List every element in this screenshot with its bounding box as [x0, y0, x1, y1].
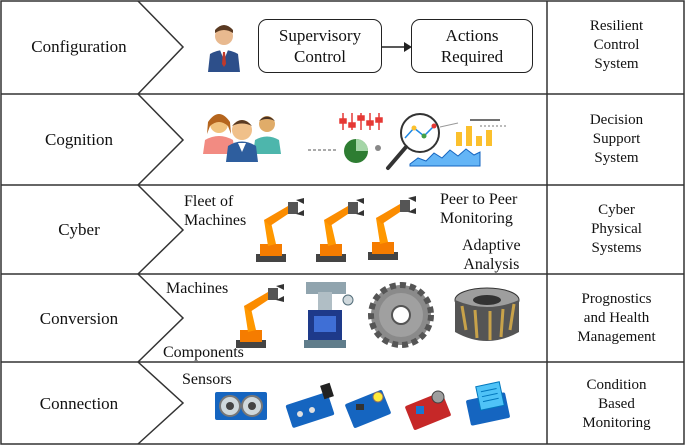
fleet-label-line-1: Fleet of: [184, 193, 234, 210]
actions-required-box: Actions Required: [411, 19, 533, 73]
peer-label-line-2: Monitoring: [440, 210, 513, 227]
pump-machine-icon: [304, 282, 354, 348]
right-label-cognition-line-1: Decision: [589, 112, 644, 128]
actions-required-line-1: Actions: [445, 26, 499, 45]
analytics-illustration: [308, 113, 508, 170]
right-label-cyber-line-3: Systems: [591, 240, 642, 256]
line-chart-icon: [409, 148, 481, 167]
robot-arm-icon-1: [256, 198, 304, 262]
right-label-configuration-line-2: Control: [593, 37, 640, 53]
supervisory-to-actions-arrow: [382, 42, 412, 52]
chevron-cyber: [137, 184, 185, 275]
right-label-cyber-line-2: Physical: [591, 221, 642, 237]
row-title-connection: Connection: [39, 394, 119, 413]
chevron-connection: [137, 361, 185, 445]
sound-sensor-icon: [405, 390, 451, 430]
right-label-conversion-line-3: Management: [577, 329, 656, 345]
robot-arm-icon-2: [316, 198, 364, 262]
right-label-connection: Condition Based Monitoring: [548, 376, 685, 433]
supervisor-person-icon: [208, 25, 240, 72]
fleet-of-machines-label: Fleet of Machines: [184, 192, 246, 230]
milling-cutter-icon: [454, 287, 520, 341]
right-label-conversion-line-2: and Health: [583, 310, 650, 326]
right-label-cyber: Cyber Physical Systems: [548, 201, 685, 258]
adaptive-analysis-label: Adaptive Analysis: [462, 236, 521, 274]
right-label-cognition-line-3: System: [594, 150, 639, 166]
robot-arm-icon-4: [236, 284, 284, 348]
robot-arm-icon-3: [368, 196, 416, 260]
people-group-icon: [203, 114, 281, 162]
right-label-configuration: Resilient Control System: [548, 17, 685, 74]
right-label-connection-line-2: Based: [598, 396, 635, 412]
right-label-configuration-line-3: System: [594, 56, 639, 72]
right-label-cyber-line-1: Cyber: [598, 202, 635, 218]
magnifier-icon: [386, 113, 440, 170]
row-title-conversion: Conversion: [39, 309, 119, 328]
right-label-cognition-line-2: Support: [592, 131, 641, 147]
supervisory-control-box: Supervisory Control: [258, 19, 382, 73]
light-sensor-icon: [345, 390, 391, 428]
humidity-sensor-icon: [466, 381, 510, 426]
chevron-cognition: [137, 93, 185, 186]
adaptive-label-line-2: Analysis: [463, 256, 520, 273]
right-label-connection-line-1: Condition: [586, 377, 647, 393]
adaptive-label-line-1: Adaptive: [462, 237, 521, 254]
row-title-configuration: Configuration: [31, 37, 127, 56]
supervisory-control-line-1: Supervisory: [278, 26, 362, 45]
flame-sensor-icon: [285, 382, 335, 428]
saw-blade-icon: [368, 282, 434, 348]
pie-chart-icon: [344, 139, 368, 163]
right-label-configuration-line-1: Resilient: [589, 18, 644, 34]
right-label-conversion: Prognostics and Health Management: [548, 290, 685, 347]
peer-to-peer-label: Peer to Peer Monitoring: [440, 190, 517, 228]
machines-label: Machines: [166, 280, 229, 297]
chevron-configuration: [137, 0, 185, 95]
chevron-conversion: [137, 273, 185, 363]
right-label-conversion-line-1: Prognostics: [581, 291, 652, 307]
components-label: Components: [163, 344, 244, 361]
row-title-cyber: Cyber: [58, 220, 100, 239]
bar-chart-icon: [456, 126, 492, 146]
fleet-label-line-2: Machines: [184, 212, 247, 229]
row-title-cognition: Cognition: [44, 130, 113, 149]
right-label-cognition: Decision Support System: [548, 111, 685, 168]
ultrasonic-sensor-icon: [215, 392, 267, 420]
sensors-label: Sensors: [182, 371, 232, 388]
right-label-connection-line-3: Monitoring: [582, 415, 651, 431]
peer-label-line-1: Peer to Peer: [440, 191, 518, 208]
actions-required-line-2: Required: [440, 47, 504, 66]
supervisory-control-line-2: Control: [294, 47, 346, 66]
slider-icons: [339, 113, 383, 130]
